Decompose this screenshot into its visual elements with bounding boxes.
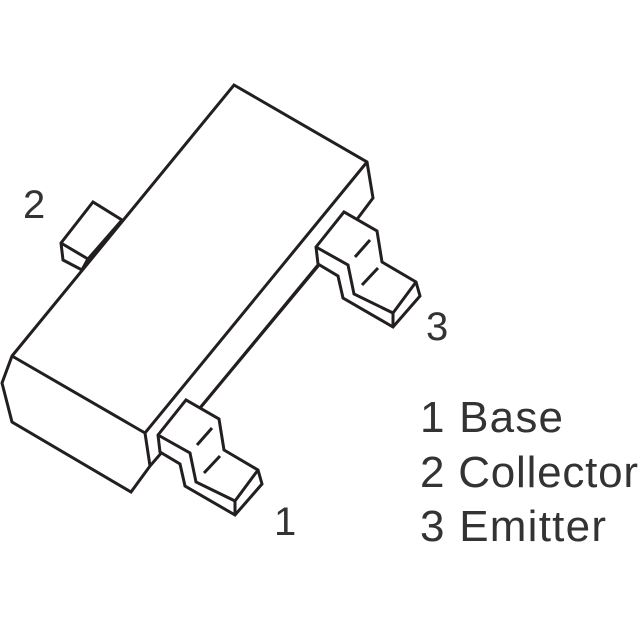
lead-3	[314, 210, 422, 329]
pin-2-label: 2	[23, 183, 45, 227]
pin-3-label: 3	[426, 305, 448, 349]
legend-base: 1 Base	[420, 393, 563, 442]
pin-legend: 1 Base 2 Collector 3 Emitter	[420, 393, 638, 551]
pin-1-label: 1	[274, 500, 296, 544]
lead-1	[156, 398, 264, 517]
legend-collector: 2 Collector	[420, 448, 638, 497]
legend-emitter: 3 Emitter	[420, 502, 606, 551]
